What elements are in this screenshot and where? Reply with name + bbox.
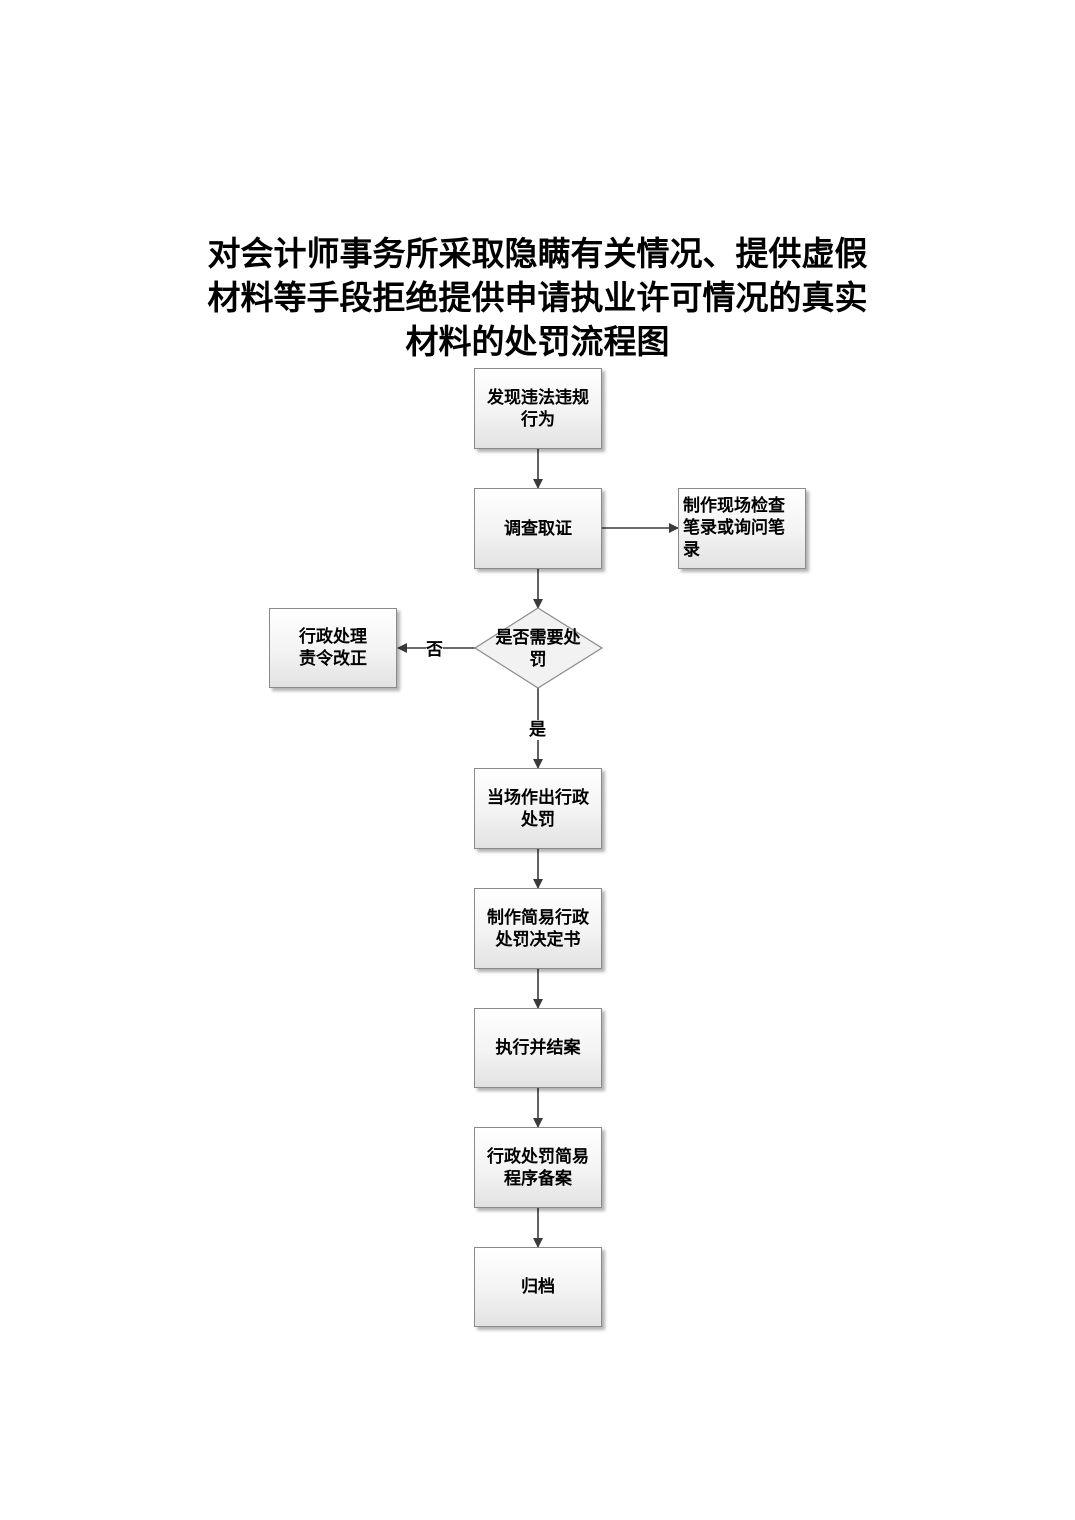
title-line-1: 对会计师事务所采取隐瞒有关情况、提供虚假 (207, 234, 868, 273)
node-record-label: 制作现场检查笔录或询问笔录 (683, 496, 785, 560)
decision-label: 是否需要处罚 (495, 628, 581, 670)
node-admin-correct-label: 行政处理责令改正 (299, 627, 367, 669)
edge-label-no: 否 (426, 640, 443, 660)
node-filing-label: 行政处罚简易程序备案 (487, 1146, 589, 1189)
node-execute: 执行并结案 (474, 1008, 602, 1088)
node-archive-label: 归档 (521, 1277, 555, 1297)
node-record: 制作现场检查笔录或询问笔录 (678, 488, 806, 569)
title-line-2: 材料等手段拒绝提供申请执业许可情况的真实 (207, 278, 868, 317)
node-onsite-penalty: 当场作出行政处罚 (474, 768, 602, 849)
node-simple-decision-label: 制作简易行政处罚决定书 (487, 907, 589, 950)
node-simple-decision: 制作简易行政处罚决定书 (474, 888, 602, 969)
title-line-3: 材料的处罚流程图 (405, 322, 670, 361)
node-onsite-penalty-label: 当场作出行政处罚 (487, 787, 589, 830)
node-discover: 发现违法违规行为 (474, 368, 602, 449)
node-filing: 行政处罚简易程序备案 (474, 1127, 602, 1208)
node-investigate-label: 调查取证 (504, 518, 572, 539)
node-investigate: 调查取证 (474, 488, 602, 569)
node-discover-label: 发现违法违规行为 (487, 387, 589, 430)
node-archive: 归档 (474, 1247, 602, 1327)
node-execute-label: 执行并结案 (495, 1038, 581, 1058)
edge-label-yes: 是 (529, 720, 546, 740)
decision-diamond (473, 607, 604, 689)
diagram-title: 对会计师事务所采取隐瞒有关情况、提供虚假 材料等手段拒绝提供申请执业许可情况的真… (200, 232, 875, 364)
node-admin-correct: 行政处理责令改正 (269, 608, 397, 688)
